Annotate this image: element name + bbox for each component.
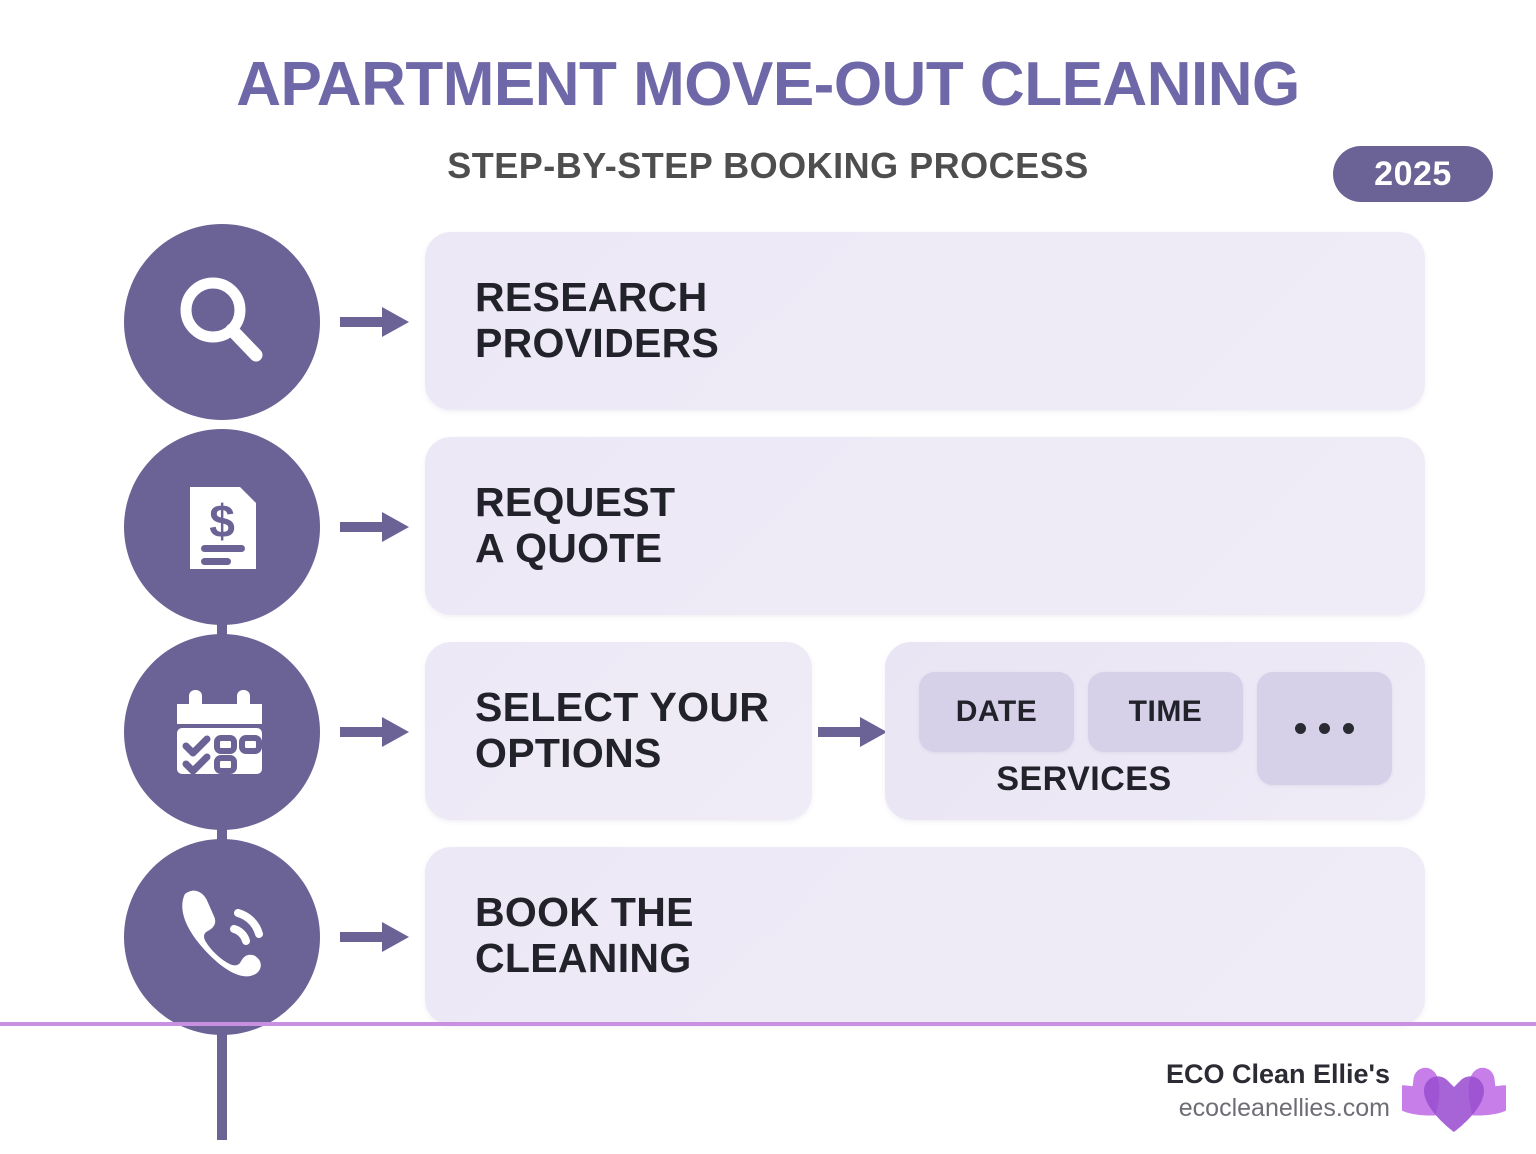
step-panel-1: RESEARCH PROVIDERS bbox=[425, 232, 1425, 410]
options-panel: DATE TIME SERVICES bbox=[885, 642, 1425, 820]
flow-connector-line bbox=[217, 520, 227, 1140]
step-panel-4: BOOK THE CLEANING bbox=[425, 847, 1425, 1025]
phone-call-icon bbox=[168, 885, 276, 989]
brand-name: ECO Clean Ellie's bbox=[1165, 1059, 1390, 1089]
magnifier-icon bbox=[170, 270, 274, 374]
option-chip-date[interactable]: DATE bbox=[919, 672, 1074, 752]
options-chip-row: DATE TIME bbox=[919, 672, 1392, 785]
step-icon-circle-1 bbox=[124, 224, 320, 420]
option-chip-more[interactable] bbox=[1257, 672, 1392, 785]
step-row-request-a-quote: $ REQUEST A QUOTE bbox=[0, 429, 1536, 625]
page-subtitle: STEP-BY-STEP BOOKING PROCESS bbox=[447, 145, 1089, 186]
year-badge: 2025 bbox=[1333, 146, 1493, 202]
option-chip-time-label: TIME bbox=[1128, 695, 1203, 728]
step-row-book-the-cleaning: BOOK THE CLEANING bbox=[0, 839, 1536, 1035]
step-icon-circle-4 bbox=[124, 839, 320, 1035]
option-chip-time[interactable]: TIME bbox=[1088, 672, 1243, 752]
step-panel-2: REQUEST A QUOTE bbox=[425, 437, 1425, 615]
step-arrow-1 bbox=[340, 306, 410, 338]
step-icon-circle-3 bbox=[124, 634, 320, 830]
svg-text:$: $ bbox=[209, 495, 235, 547]
ellipsis-dot bbox=[1319, 723, 1330, 734]
footer-divider bbox=[0, 1022, 1536, 1026]
header: APARTMENT MOVE-OUT CLEANING STEP-BY-STEP… bbox=[0, 0, 1536, 215]
ellipsis-icon bbox=[1295, 723, 1354, 734]
step-label-4: BOOK THE CLEANING bbox=[475, 889, 694, 981]
step-arrow-2 bbox=[340, 511, 410, 543]
step-arrow-4 bbox=[340, 921, 410, 953]
step-label-1: RESEARCH PROVIDERS bbox=[475, 274, 720, 366]
step-row-research-providers: RESEARCH PROVIDERS bbox=[0, 224, 1536, 420]
step-panel-3: SELECT YOUR OPTIONS bbox=[425, 642, 812, 820]
step-arrow-3-options bbox=[818, 716, 888, 748]
step-arrow-3 bbox=[340, 716, 410, 748]
step-row-select-your-options: SELECT YOUR OPTIONS DATE TIME bbox=[0, 634, 1536, 830]
calendar-checklist-icon bbox=[167, 680, 277, 784]
footer: ECO Clean Ellie's ecocleanellies.com bbox=[1096, 1058, 1516, 1148]
ellipsis-dot bbox=[1295, 723, 1306, 734]
invoice-dollar-icon: $ bbox=[170, 475, 274, 579]
ellipsis-dot bbox=[1343, 723, 1354, 734]
step-icon-circle-2: $ bbox=[124, 429, 320, 625]
page-title: APARTMENT MOVE-OUT CLEANING bbox=[236, 50, 1300, 119]
footer-text: ECO Clean Ellie's ecocleanellies.com bbox=[1166, 1058, 1390, 1126]
step-label-3: SELECT YOUR OPTIONS bbox=[475, 684, 770, 776]
steps-flow: RESEARCH PROVIDERS $ REQUEST A QUOTE bbox=[0, 220, 1536, 1140]
brand-website: ecocleanellies.com bbox=[1178, 1093, 1390, 1122]
options-caption: SERVICES bbox=[996, 760, 1172, 798]
three-hearts-logo bbox=[1402, 1060, 1506, 1144]
option-chip-date-label: DATE bbox=[955, 695, 1038, 728]
step-label-2: REQUEST A QUOTE bbox=[475, 479, 676, 571]
